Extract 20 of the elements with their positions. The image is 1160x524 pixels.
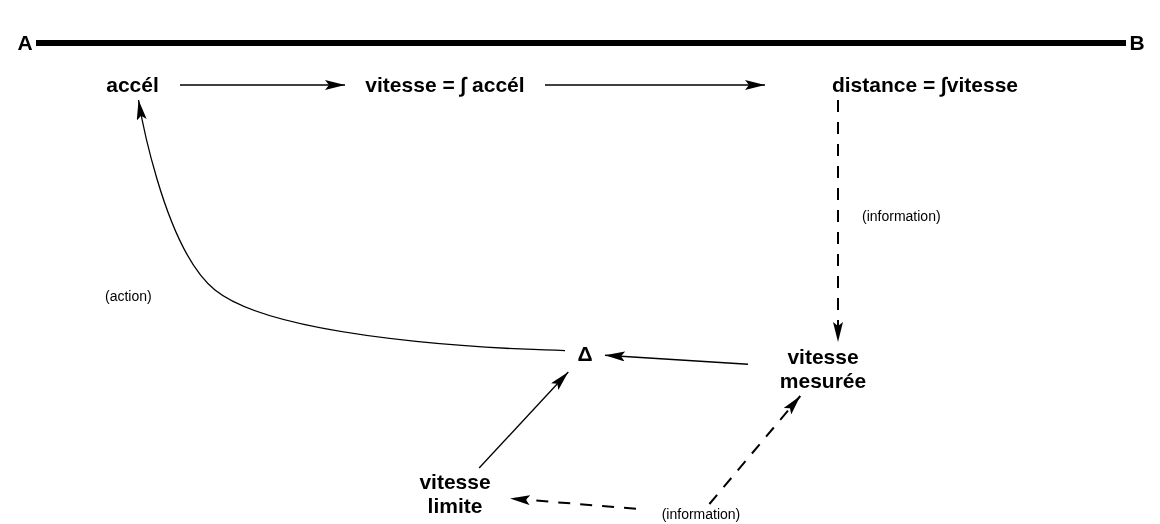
dashed-arrow (833, 99, 843, 343)
dashed-arrow (509, 495, 637, 510)
node-label: Δ (577, 341, 593, 367)
arrow (604, 351, 749, 365)
edge-label: (action) (105, 288, 152, 304)
node-label: vitesse limite (418, 469, 492, 519)
line (36, 40, 1126, 46)
node-label: B (1129, 30, 1145, 56)
node-label: distance = ∫vitesse (831, 72, 1019, 98)
node-label: vitesse = ∫ accél (365, 72, 525, 98)
arrow (179, 80, 346, 90)
node-label: vitesse mesurée (778, 344, 868, 394)
arrow (544, 80, 766, 90)
node-label: accél (106, 72, 159, 98)
arrow (136, 99, 566, 352)
dashed-arrow (708, 395, 802, 505)
arrow (478, 371, 569, 469)
node-label: (information) (661, 505, 741, 523)
node-label: A (17, 30, 33, 56)
edge-label: (information) (862, 208, 941, 224)
